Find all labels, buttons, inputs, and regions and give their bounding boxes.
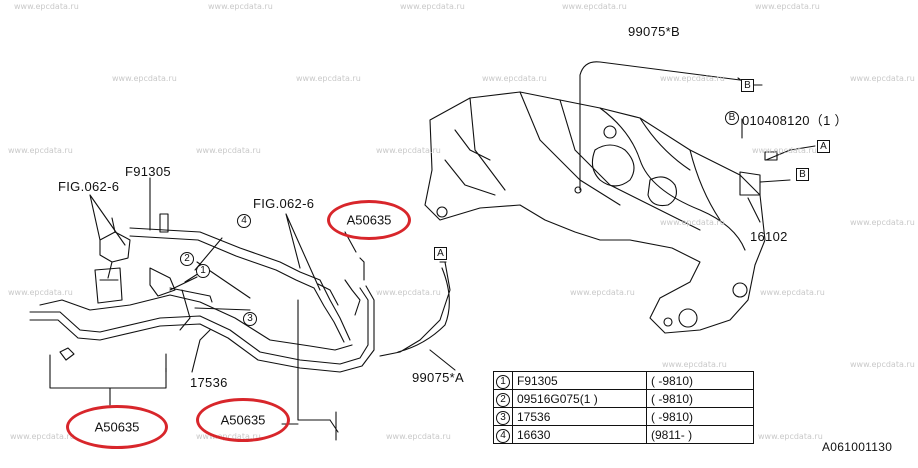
hose-99075-b — [579, 61, 741, 191]
watermark: www.epcdata.ru — [662, 360, 727, 369]
label-pipe-99075-a: 99075*A — [412, 370, 464, 385]
watermark: www.epcdata.ru — [755, 2, 820, 11]
callout-label: A50635 — [346, 212, 392, 228]
label-part-f91305: F91305 — [125, 164, 171, 179]
callout-label: A50635 — [94, 419, 140, 435]
ref-box-a-mid: A — [434, 247, 447, 260]
watermark: www.epcdata.ru — [752, 146, 817, 155]
watermark: www.epcdata.ru — [376, 288, 441, 297]
watermark: www.epcdata.ru — [758, 432, 823, 441]
label-fig-062-6-left: FIG.062-6 — [58, 179, 120, 194]
ref-circle-1: 1 — [196, 264, 210, 278]
row-number: 4 — [496, 428, 510, 443]
part-number: 09516G075(1 ) — [512, 389, 647, 408]
watermark: www.epcdata.ru — [376, 146, 441, 155]
pipe-bundle — [29, 287, 369, 365]
table-row: 2 09516G075(1 ) ( -9810) — [493, 389, 754, 408]
row-number: 2 — [496, 392, 510, 407]
ref-circle-4: 4 — [237, 214, 251, 228]
label-bolt-010408120: 010408120（1 ） — [742, 113, 848, 128]
part-number: 16630 — [512, 425, 647, 444]
label-fig-062-6-mid: FIG.062-6 — [253, 196, 315, 211]
ref-circle-3: 3 — [243, 312, 257, 326]
ref-box-b-top: B — [741, 79, 754, 92]
ref-circle-b: B — [725, 111, 739, 125]
diagram-id: A061001130 — [822, 440, 893, 454]
watermark: www.epcdata.ru — [400, 2, 465, 11]
watermark: www.epcdata.ru — [14, 2, 79, 11]
watermark: www.epcdata.ru — [208, 2, 273, 11]
callout-a50635-top: A50635 — [327, 200, 411, 240]
ref-box-b-right: B — [796, 168, 809, 181]
watermark: www.epcdata.ru — [196, 146, 261, 155]
date-range: (9811- ) — [646, 425, 754, 444]
part-number: F91305 — [512, 371, 647, 390]
watermark: www.epcdata.ru — [10, 432, 75, 441]
row-number: 3 — [496, 410, 510, 425]
watermark: www.epcdata.ru — [850, 360, 915, 369]
watermark: www.epcdata.ru — [760, 288, 825, 297]
watermark: www.epcdata.ru — [296, 74, 361, 83]
callout-a50635-mid: A50635 — [196, 398, 290, 442]
part-number: 17536 — [512, 407, 647, 426]
date-range: ( -9810) — [646, 389, 754, 408]
watermark: www.epcdata.ru — [8, 288, 73, 297]
watermark: www.epcdata.ru — [8, 146, 73, 155]
table-row: 1 F91305 ( -9810) — [493, 371, 754, 390]
table-row: 3 17536 ( -9810) — [493, 407, 754, 426]
ref-circle-2: 2 — [180, 252, 194, 266]
watermark: www.epcdata.ru — [562, 2, 627, 11]
intake-manifold — [424, 91, 766, 334]
watermark: www.epcdata.ru — [850, 218, 915, 227]
watermark: www.epcdata.ru — [850, 74, 915, 83]
label-part-17536: 17536 — [190, 375, 228, 390]
watermark: www.epcdata.ru — [386, 432, 451, 441]
label-pipe-99075-b: 99075*B — [628, 24, 680, 39]
watermark: www.epcdata.ru — [112, 74, 177, 83]
date-range: ( -9810) — [646, 371, 754, 390]
watermark: www.epcdata.ru — [660, 74, 725, 83]
callout-label: A50635 — [220, 412, 266, 428]
row-number: 1 — [496, 374, 510, 389]
ref-box-a-right: A — [817, 140, 830, 153]
parts-table: 1 F91305 ( -9810) 2 09516G075(1 ) ( -981… — [493, 371, 754, 444]
hose-99075-a — [379, 261, 451, 357]
date-range: ( -9810) — [646, 407, 754, 426]
watermark: www.epcdata.ru — [482, 74, 547, 83]
callout-a50635-left: A50635 — [66, 405, 168, 449]
label-part-16102: 16102 — [750, 229, 788, 244]
watermark: www.epcdata.ru — [660, 218, 725, 227]
watermark: www.epcdata.ru — [570, 288, 635, 297]
table-row: 4 16630 (9811- ) — [493, 425, 754, 444]
